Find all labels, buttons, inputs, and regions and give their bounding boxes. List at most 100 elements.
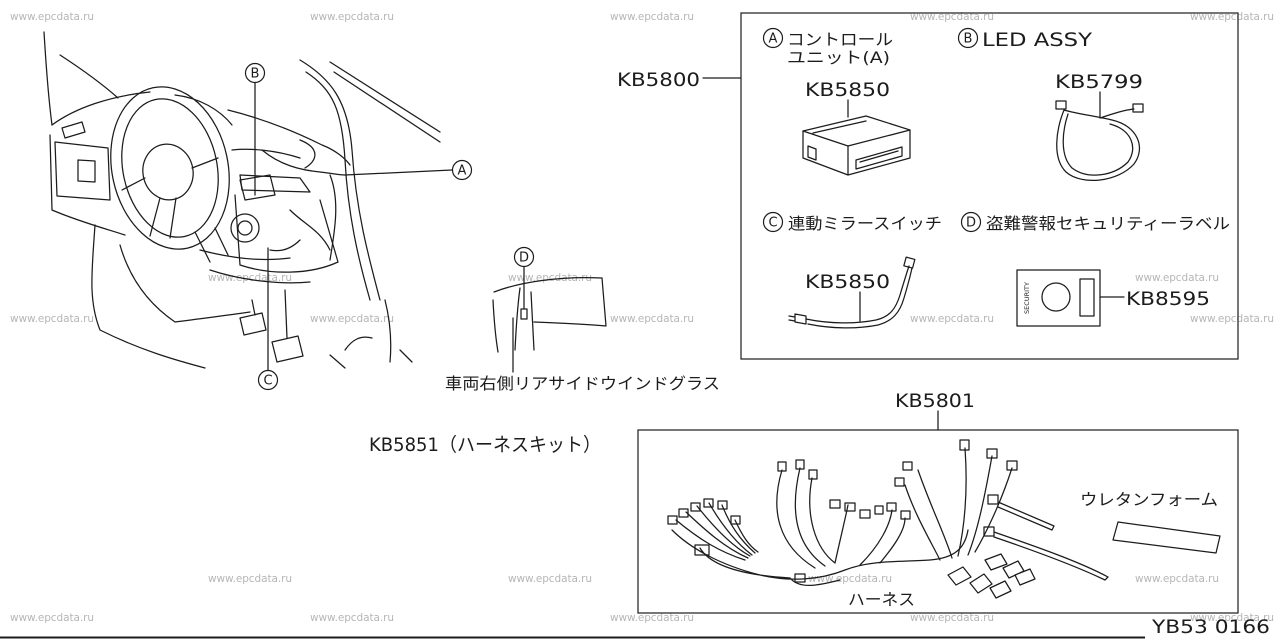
- diagram-code: YB53 0166: [1151, 616, 1270, 638]
- item-b-letter: B: [964, 32, 973, 47]
- installed-wiring: [261, 149, 346, 261]
- control-unit-connector: [807, 145, 903, 170]
- item-a-circle: [762, 27, 784, 49]
- control-unit-drawing: [802, 99, 911, 176]
- glove-panel: [54, 141, 111, 201]
- harness-connectors: [667, 439, 1018, 583]
- callout-letter: B: [251, 67, 260, 82]
- a-pillar: [299, 59, 381, 301]
- security-label-on-glass: [520, 308, 528, 320]
- tie-strap-long: [983, 526, 1109, 581]
- foam-label: ウレタンフォーム: [1080, 490, 1218, 509]
- watermark-text: www.epcdata.ru: [610, 11, 694, 23]
- watermark-text: www.epcdata.ru: [310, 313, 394, 325]
- item-d-name: 盗難警報セキュリティーラベル: [986, 214, 1230, 233]
- item-d-part-number: KB8595: [1126, 288, 1210, 310]
- pedals: [239, 289, 304, 363]
- callout-b: B: [244, 62, 266, 196]
- watermark-text: www.epcdata.ru: [10, 313, 94, 325]
- watermark-text: www.epcdata.ru: [310, 612, 394, 624]
- callout-letter: D: [519, 251, 529, 266]
- window-frame: [492, 277, 607, 353]
- item-a: A コントロール ユニット(A) KB5850: [762, 27, 911, 176]
- callout-circle: [451, 159, 473, 181]
- harness-left-branches: [675, 502, 759, 561]
- dashboard-illustration: [43, 31, 441, 369]
- security-label-bar: [1079, 278, 1095, 317]
- callout-letter: A: [458, 164, 467, 179]
- shift-knob: [230, 213, 260, 243]
- led-connector: [1132, 103, 1144, 113]
- mirror-switch-cable: [805, 265, 913, 329]
- harness-part-number: KB5801: [895, 390, 975, 412]
- watermarks: www.epcdata.ru www.epcdata.ru www.epcdat…: [10, 11, 1274, 624]
- callout-circle: [257, 369, 279, 391]
- watermark-text: www.epcdata.ru: [910, 11, 994, 23]
- callout-a-leader: [344, 169, 453, 176]
- watermark-text: www.epcdata.ru: [10, 612, 94, 624]
- callout-a: A: [344, 159, 473, 181]
- watermark-text: www.epcdata.ru: [1135, 573, 1219, 585]
- watermark-text: www.epcdata.ru: [310, 11, 394, 23]
- item-b-part-number: KB5799: [1055, 71, 1143, 93]
- harness-kit-label: KB5851（ハーネスキット）: [369, 434, 601, 456]
- callout-d: D: [513, 246, 535, 309]
- led-assy-drawing: [1055, 91, 1144, 182]
- dashboard-face: [49, 134, 126, 236]
- dashboard-top: [51, 91, 351, 166]
- door-frame: [43, 31, 119, 126]
- callout-circle: [513, 246, 535, 268]
- windshield-frame: [329, 61, 441, 143]
- watermark-text: www.epcdata.ru: [910, 612, 994, 624]
- item-d-circle: [960, 211, 982, 233]
- harness-tall-loops: [776, 467, 849, 569]
- item-c-name: 連動ミラースイッチ: [788, 214, 942, 233]
- steering-wheel-rim: [110, 86, 230, 250]
- item-a-name-line1: コントロール: [787, 30, 893, 49]
- shift-knob-center: [237, 220, 253, 236]
- rear-side-window-illustration: [492, 277, 607, 373]
- watermark-text: www.epcdata.ru: [208, 573, 292, 585]
- mirror-switch-connector: [903, 256, 916, 269]
- security-label-outline: [1016, 269, 1101, 327]
- steering-column: [194, 227, 229, 263]
- window-label: 車両右側リアサイドウインドグラス: [445, 374, 720, 393]
- led-wire-loop: [1056, 108, 1141, 182]
- urethane-foam: [1112, 521, 1221, 554]
- security-label-text: SECURITY: [1023, 282, 1031, 314]
- kit-part-number: KB5800: [617, 69, 700, 91]
- callout-c: C: [257, 247, 279, 391]
- item-b-name: LED ASSY: [982, 29, 1092, 51]
- watermark-text: www.epcdata.ru: [10, 11, 94, 23]
- item-c-circle: [762, 211, 784, 233]
- watermark-text: www.epcdata.ru: [1190, 313, 1274, 325]
- callout-letter: C: [263, 374, 272, 389]
- watermark-text: www.epcdata.ru: [1190, 11, 1274, 23]
- watermark-text: www.epcdata.ru: [508, 573, 592, 585]
- under-dash: [199, 249, 311, 284]
- instrument-hood: [174, 94, 233, 126]
- right-door: [329, 299, 413, 369]
- harness-clips: [947, 553, 1036, 599]
- harness-right-branches: [859, 447, 1013, 566]
- steering-wheel-spokes: [121, 157, 219, 239]
- control-unit-sides: [802, 129, 911, 176]
- watermark-text: www.epcdata.ru: [808, 573, 892, 585]
- side-vent: [61, 121, 86, 139]
- security-label-drawing: [1016, 269, 1125, 327]
- control-unit-top: [802, 115, 911, 147]
- item-c-letter: C: [768, 216, 777, 231]
- item-d: D 盗難警報セキュリティーラベル SECURITY KB8595: [960, 211, 1230, 327]
- watermark-text: www.epcdata.ru: [610, 313, 694, 325]
- center-console: [231, 139, 339, 273]
- watermark-text: www.epcdata.ru: [910, 313, 994, 325]
- item-a-part-number: KB5850: [805, 79, 890, 101]
- installed-led-unit: [239, 174, 276, 201]
- harness-drawing: [667, 439, 1221, 599]
- steering-wheel-inner-rim: [121, 98, 219, 238]
- watermark-text: www.epcdata.ru: [610, 612, 694, 624]
- watermark-text: www.epcdata.ru: [1135, 272, 1219, 284]
- item-b-circle: [957, 27, 979, 49]
- item-c: C 連動ミラースイッチ KB5850: [762, 211, 942, 329]
- security-label-circle: [1041, 282, 1071, 312]
